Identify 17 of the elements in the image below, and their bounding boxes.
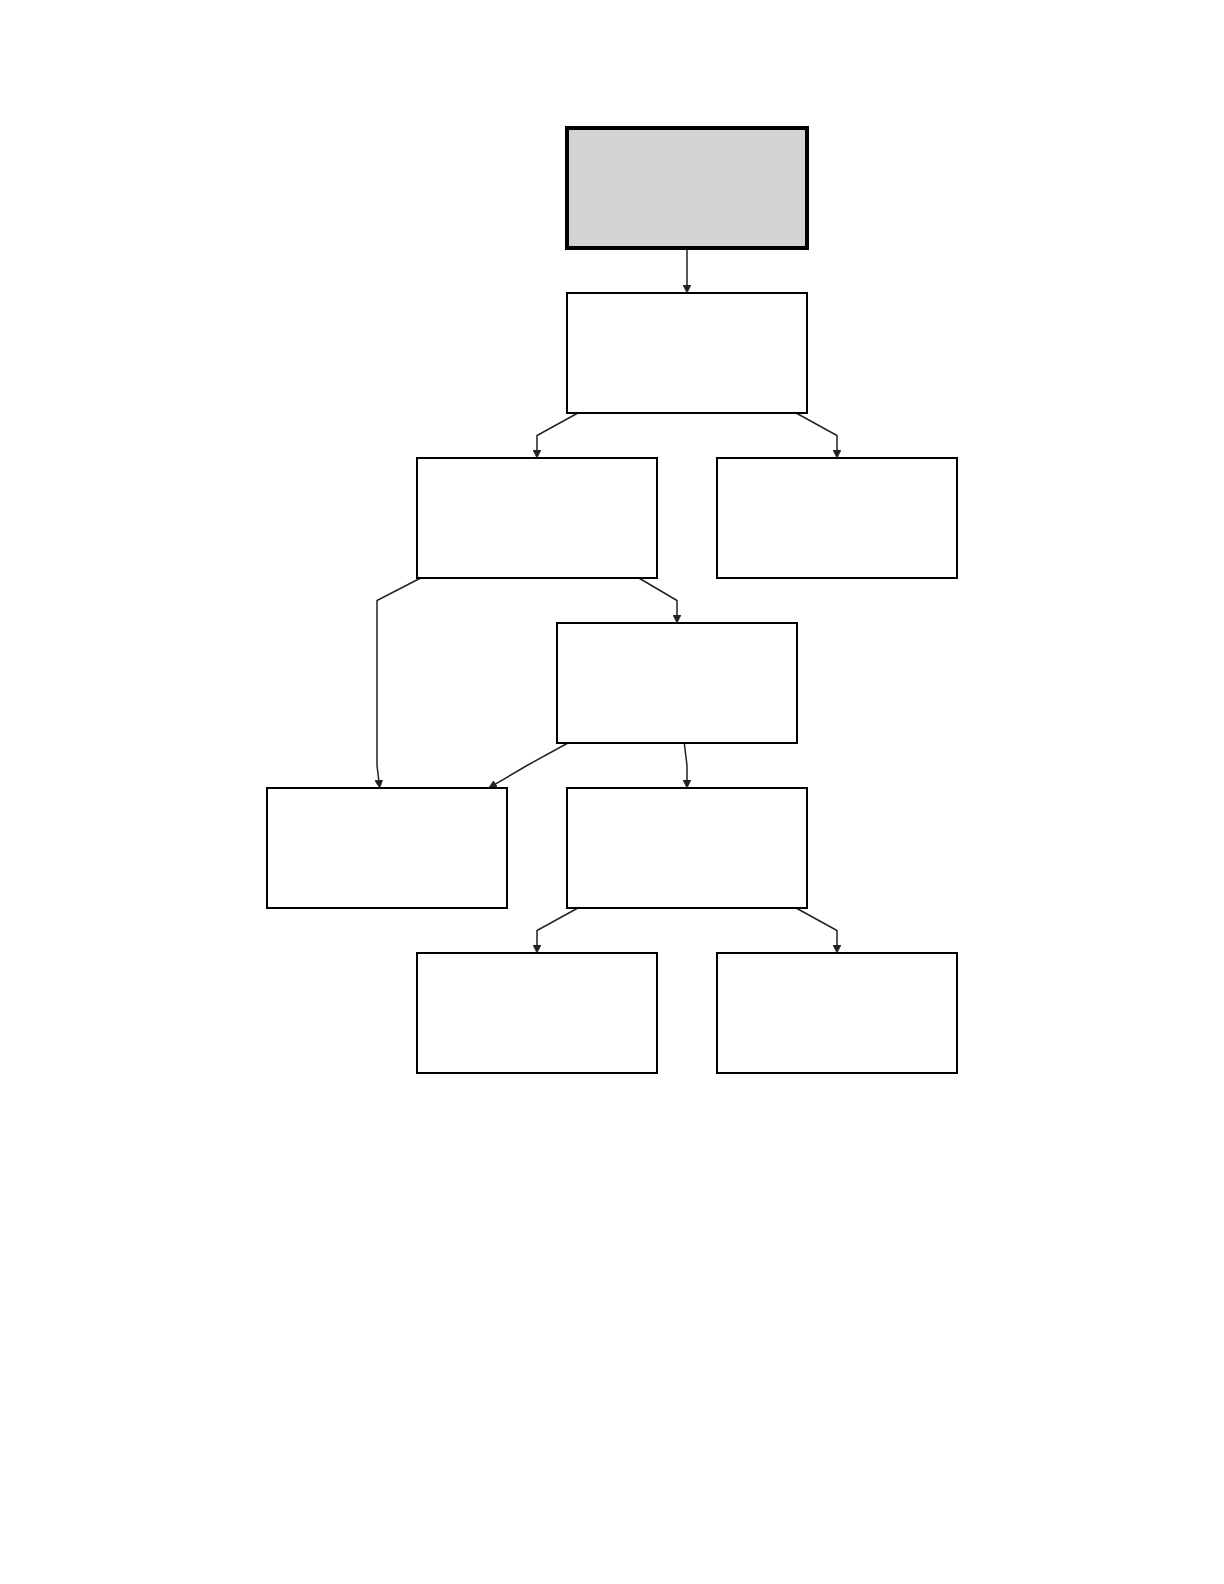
arrow — [374, 577, 422, 789]
node-box — [266, 787, 508, 909]
node-box — [416, 457, 658, 579]
node-box — [565, 126, 809, 250]
arrow — [638, 577, 682, 624]
arrow — [532, 907, 579, 954]
node-box — [566, 292, 808, 414]
node-box — [566, 787, 808, 909]
node-box — [556, 622, 798, 744]
arrow — [488, 742, 569, 789]
arrow — [795, 907, 842, 954]
node-box — [716, 457, 958, 579]
node-box — [416, 952, 658, 1074]
arrow — [682, 742, 692, 789]
arrow — [795, 412, 842, 459]
arrow — [532, 412, 579, 459]
node-box — [716, 952, 958, 1074]
